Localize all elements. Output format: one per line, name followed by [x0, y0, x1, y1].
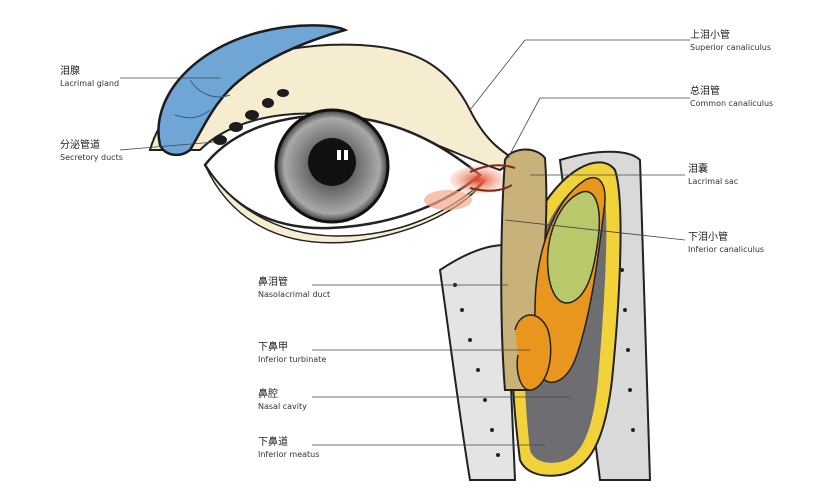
label-cn: 泪囊 — [688, 164, 708, 175]
label-cn: 泪腺 — [60, 66, 80, 77]
label-en: Inferior canaliculus — [688, 244, 765, 254]
label-inferior-meatus: 下鼻道 Inferior meatus — [258, 437, 319, 460]
secretory-duct-openings — [213, 89, 289, 145]
label-cn: 下泪小管 — [688, 232, 728, 243]
label-en: Nasal cavity — [258, 401, 307, 411]
label-cn: 分泌管道 — [60, 140, 100, 151]
inferior-meatus-fold — [514, 314, 552, 391]
leader-lines — [119, 39, 690, 446]
corneal-highlight — [344, 150, 348, 160]
label-nasolacrimal-duct: 鼻泪管 Nasolacrimal duct — [258, 277, 330, 300]
label-inferior-turbinate: 下鼻甲 Inferior turbinate — [258, 342, 326, 365]
label-secretory-ducts: 分泌管道 Secretory ducts — [60, 140, 123, 163]
label-en: Secretory ducts — [60, 152, 123, 162]
corneal-highlight — [337, 150, 341, 160]
label-inferior-canaliculus: 下泪小管 Inferior canaliculus — [688, 232, 764, 255]
lacrimal-caruncle — [424, 190, 472, 210]
lacrimal-gland — [157, 24, 349, 157]
label-cn: 鼻腔 — [258, 389, 278, 400]
inferior-canaliculus — [469, 184, 513, 192]
label-lacrimal-sac: 泪囊 Lacrimal sac — [688, 164, 738, 187]
nasal-bone-wall — [438, 243, 517, 481]
label-common-canaliculus: 总泪管 Common canaliculus — [690, 86, 773, 109]
label-cn: 下鼻道 — [258, 437, 288, 448]
label-cn: 下鼻甲 — [258, 342, 288, 353]
label-nasal-cavity: 鼻腔 Nasal cavity — [258, 389, 307, 412]
label-cn: 总泪管 — [690, 86, 720, 97]
pupil — [308, 138, 356, 186]
label-en: Inferior meatus — [258, 449, 320, 459]
label-en: Lacrimal sac — [688, 176, 739, 186]
inferior-turbinate-body — [546, 190, 601, 304]
lacrimal-punctum — [450, 166, 506, 194]
gland-lobule-line — [174, 109, 211, 119]
label-en: Common canaliculus — [690, 98, 774, 108]
label-en: Lacrimal gland — [60, 78, 120, 88]
label-lacrimal-gland: 泪腺 Lacrimal gland — [60, 66, 119, 89]
gland-lobule-line — [189, 79, 231, 98]
label-en: Superior canaliculus — [690, 42, 772, 52]
label-en: Inferior turbinate — [258, 354, 327, 364]
label-cn: 鼻泪管 — [258, 277, 288, 288]
label-en: Nasolacrimal duct — [258, 289, 331, 299]
label-superior-canaliculus: 上泪小管 Superior canaliculus — [690, 30, 771, 53]
superior-canaliculus — [469, 164, 516, 173]
label-cn: 上泪小管 — [690, 30, 730, 41]
